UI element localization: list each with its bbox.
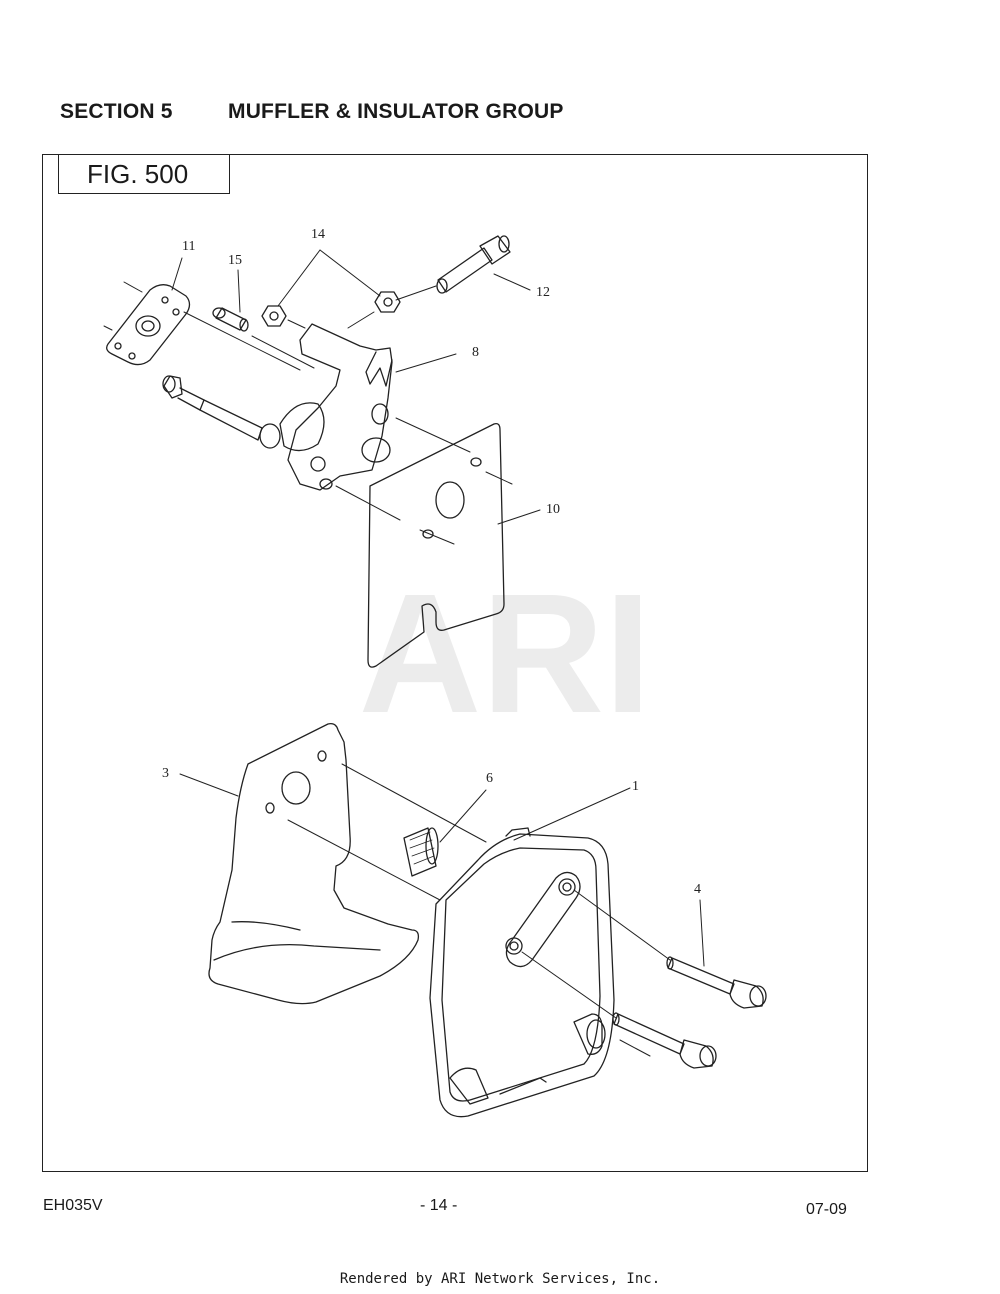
callout-8: 8 — [472, 345, 479, 360]
callout-10: 10 — [546, 502, 560, 517]
part-14-nuts — [261, 291, 401, 327]
footer-page-number: - 14 - — [420, 1197, 458, 1214]
part-6-screen — [403, 827, 439, 877]
part-4-bolts — [612, 956, 767, 1069]
part-1-muffler — [429, 827, 615, 1118]
footer-model: EH035V — [43, 1197, 103, 1214]
watermark: ARI — [359, 559, 652, 749]
section-number: SECTION 5 — [60, 100, 173, 123]
callout-15: 15 — [228, 253, 242, 268]
part-10-plate — [367, 422, 505, 668]
callout-11: 11 — [182, 239, 195, 254]
callout-3: 3 — [162, 766, 169, 781]
callout-6: 6 — [486, 771, 493, 786]
callout-4: 4 — [694, 882, 701, 897]
callout-12: 12 — [536, 285, 550, 300]
part-3-shield — [208, 722, 420, 1005]
footer-date: 07-09 — [806, 1201, 847, 1218]
part-15-stud — [212, 307, 249, 332]
part-12-bolt — [436, 235, 511, 294]
section-header: SECTION 5 MUFFLER & INSULATOR GROUP — [60, 100, 564, 124]
callout-leaders — [171, 249, 705, 967]
part-8-bracket — [259, 323, 393, 491]
figure-frame — [42, 154, 868, 1172]
part-11-gasket — [106, 284, 191, 366]
callout-14: 14 — [311, 227, 325, 242]
alignment-lines-lower — [287, 763, 671, 1057]
part-long-bolt — [162, 375, 263, 441]
callout-1: 1 — [632, 779, 639, 794]
alignment-lines-upper — [103, 281, 513, 545]
rendered-by-credit: Rendered by ARI Network Services, Inc. — [339, 1271, 661, 1287]
section-title: MUFFLER & INSULATOR GROUP — [228, 100, 564, 123]
figure-label: FIG. 500 — [58, 154, 230, 194]
